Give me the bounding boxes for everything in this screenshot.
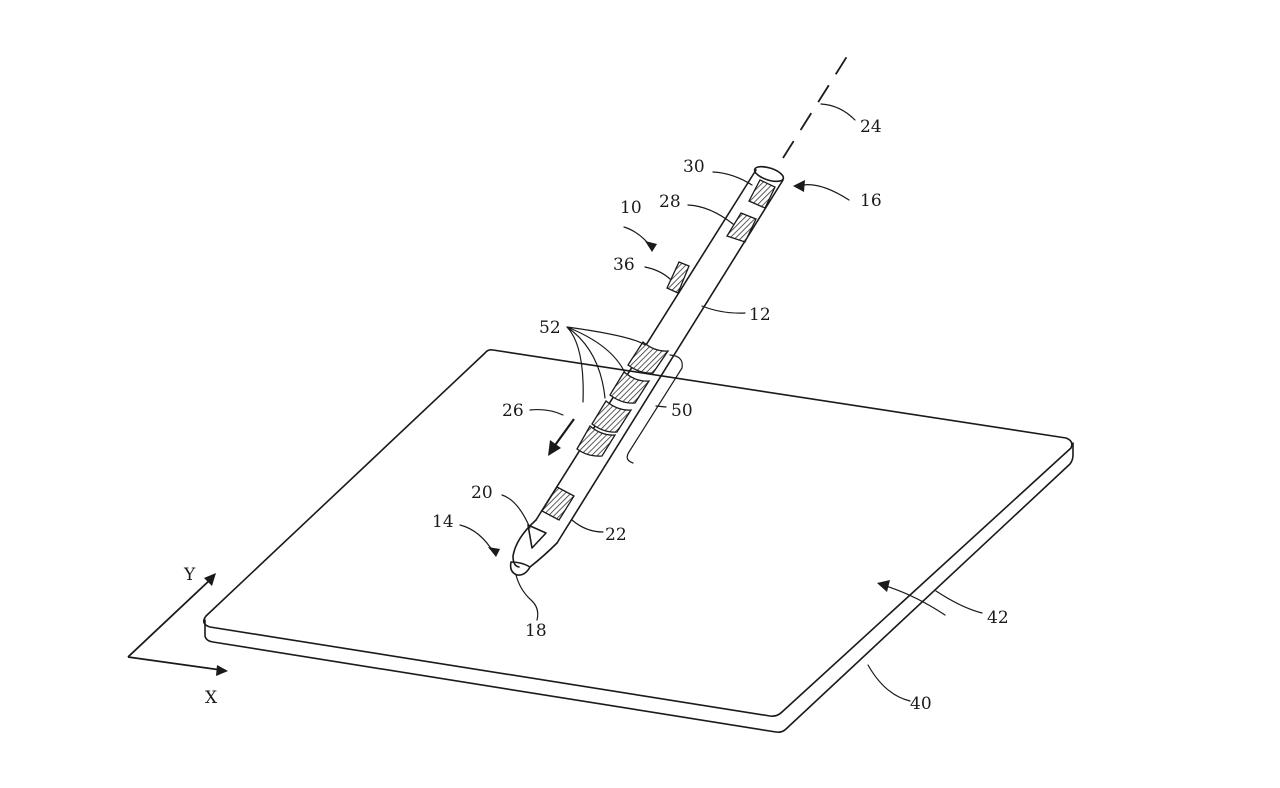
leader-28: [687, 204, 734, 225]
label-52: 52: [539, 318, 561, 338]
label-24: 24: [860, 117, 882, 137]
bracket-50: [626, 354, 683, 464]
x-axis-line: [127, 656, 222, 671]
stylus-tip-18: [509, 561, 531, 576]
label-22: 22: [605, 525, 627, 545]
label-14: 14: [432, 512, 454, 532]
component-28: [726, 212, 757, 243]
button-36: [666, 261, 690, 294]
label-28: 28: [659, 192, 681, 212]
y-axis-arrow: [204, 573, 216, 586]
arrow-16-head: [793, 180, 805, 192]
arrow-26-shaft: [552, 418, 575, 449]
leader-20: [501, 494, 531, 529]
y-axis-line: [127, 577, 213, 658]
component-30: [748, 179, 776, 209]
label-50: 50: [671, 401, 693, 421]
xy-axes: Y X: [127, 565, 228, 708]
label-26: 26: [502, 401, 524, 421]
leader-18: [515, 574, 539, 621]
leader-36: [644, 266, 671, 280]
label-42: 42: [987, 608, 1009, 628]
tablet-edge: [204, 442, 1074, 733]
stylus-tip-right: [529, 542, 558, 568]
leader-30: [712, 171, 753, 186]
stylus-tip-left: [512, 519, 537, 568]
band-4: [576, 425, 617, 457]
label-40: 40: [910, 694, 932, 714]
arrows: [459, 180, 946, 616]
stylus: [509, 165, 785, 576]
reference-numerals: 24 30 16 28 10 36 12 52 26 50 20 14 22 4…: [432, 117, 1009, 714]
leader-42: [935, 590, 983, 614]
arrow-16-shaft: [797, 184, 850, 201]
x-axis-arrow: [216, 665, 228, 676]
band-group-52: [576, 341, 670, 457]
label-10: 10: [620, 198, 642, 218]
label-18: 18: [525, 621, 547, 641]
label-16: 16: [860, 191, 882, 211]
arrow-14-head: [488, 547, 500, 557]
band-1: [627, 341, 670, 374]
leader-40: [867, 664, 911, 702]
label-20: 20: [471, 483, 493, 503]
leader-22: [571, 519, 604, 533]
tip-electrode-20: [527, 524, 547, 549]
arrow-26-head: [548, 440, 561, 456]
leader-lines: [501, 103, 983, 702]
tablet-top-surface: [202, 349, 1073, 717]
band-2: [609, 371, 651, 404]
axis-24-dashed-line: [782, 49, 852, 159]
leader-52: [566, 326, 646, 403]
arrow-10-head: [645, 241, 657, 252]
y-axis-label: Y: [183, 565, 196, 585]
tip-sensor-22: [541, 486, 575, 521]
x-axis-label: X: [205, 688, 218, 708]
arrow-14-shaft: [459, 524, 495, 554]
band-3: [591, 400, 633, 433]
tablet-device: [202, 349, 1074, 733]
arrow-42-head: [877, 580, 890, 592]
stylus-rear-cap: [753, 165, 785, 183]
arrow-26-leader: [529, 408, 564, 416]
label-30: 30: [683, 157, 705, 177]
arrow-42-shaft: [882, 584, 946, 616]
label-12: 12: [749, 305, 771, 325]
label-36: 36: [613, 255, 635, 275]
leader-24: [820, 103, 856, 121]
leader-12: [701, 305, 746, 314]
